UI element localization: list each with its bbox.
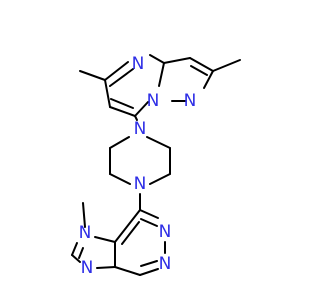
bond [114,266,141,276]
bond [149,173,171,185]
bond [158,62,165,87]
bond [109,173,131,185]
atom-label-nitrogen: N [147,91,160,111]
bond [109,68,134,87]
bond [71,254,81,263]
bond [104,61,129,81]
bond [110,98,134,109]
atom-label-nitrogen: N [79,223,92,243]
bond [134,115,138,121]
bond [163,57,191,64]
molecule-structure-diagram: N N N N N N N N N [71,54,241,278]
atom-label-nitrogen: N [159,254,172,274]
bond [212,59,241,72]
atom-label-nitrogen: N [184,91,197,111]
bond [146,136,171,149]
bond [94,236,116,243]
atom-label-nitrogen: N [134,119,147,139]
atom-label-nitrogen: N [134,174,147,194]
bond [109,106,136,117]
bond [82,202,86,228]
bond [78,247,84,259]
atom-labels: N N N N N N N N N [79,54,197,278]
atom-label-nitrogen: N [159,222,172,242]
bond [190,65,208,76]
bond [149,54,165,64]
bond [109,136,130,149]
atom-label-nitrogen: N [81,258,94,278]
bond [134,101,149,117]
bond [140,260,158,267]
bond [71,242,78,256]
bond [203,70,214,89]
bond [139,209,159,219]
bond [189,57,214,72]
bond [140,218,158,227]
bond [104,79,111,108]
atom-label-nitrogen: N [132,54,145,74]
bond [139,268,159,276]
bonds [71,54,241,276]
bond [114,209,141,243]
bond [121,221,140,245]
bond [79,70,106,81]
bond [96,266,116,269]
